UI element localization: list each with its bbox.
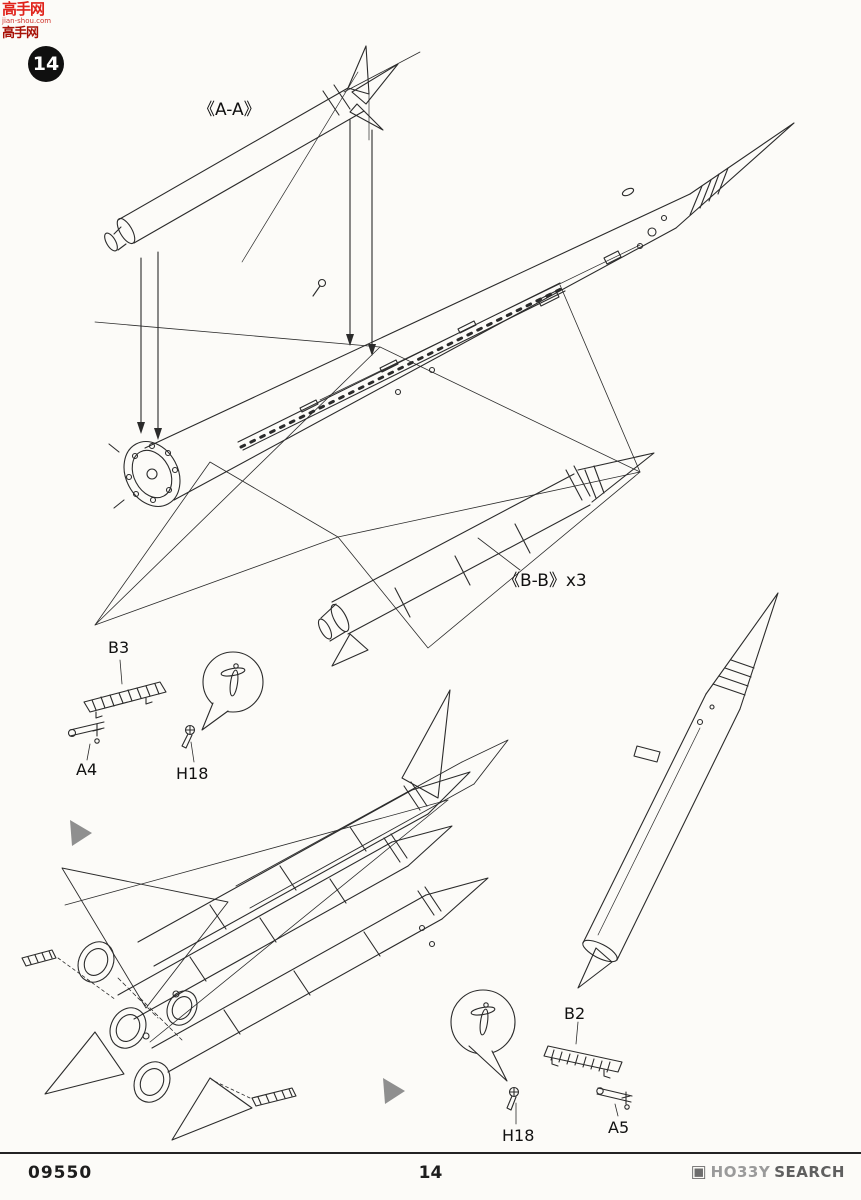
brand-word-search: SEARCH [774, 1163, 845, 1181]
mounting-rail [237, 278, 566, 451]
part-label-b2: B2 [564, 1004, 586, 1023]
section-label-aa: 《A-A》 [198, 100, 261, 120]
upper-booster [104, 45, 421, 263]
wing-outlines [94, 284, 641, 649]
parts-group-b3-a4-h18 [67, 651, 264, 763]
footer-divider [0, 1152, 861, 1154]
guide-arrows [70, 820, 405, 1104]
page-number: 14 [418, 1163, 443, 1183]
part-label-a5: A5 [608, 1118, 630, 1137]
brand-word-hobby: HO33Y [710, 1163, 771, 1181]
parts-group-b2-a5-h18 [450, 989, 633, 1125]
part-label-b3: B3 [108, 638, 130, 657]
assembly-arrows [137, 119, 376, 440]
watermark-site-name: 高手网 [2, 0, 45, 18]
kit-number: 09550 [28, 1163, 93, 1183]
upper-missile-body [108, 122, 795, 509]
hobby-search-logo: ▣ HO33Y SEARCH [691, 1163, 845, 1181]
lower-assembly-diagram [21, 592, 779, 1141]
upper-assembly-diagram [94, 45, 795, 667]
lower-missile-body [577, 592, 779, 989]
step-number: 14 [32, 53, 60, 75]
watermark-site-url: jian-shou.com [2, 16, 52, 25]
part-label-h18-left: H18 [176, 764, 209, 783]
step-number-badge: 14 [28, 46, 64, 82]
part-label-a4: A4 [76, 760, 98, 779]
watermark-stamp: 高手网 [2, 26, 39, 42]
watermark: 高手网 jian-shou.com 高手网 [2, 0, 52, 42]
booster-cluster [21, 689, 509, 1141]
lower-booster [317, 452, 655, 667]
part-label-h18-right: H18 [502, 1126, 535, 1145]
hobby-search-icon: ▣ [690, 1161, 707, 1182]
section-label-bb-x3: 《B-B》x3 [503, 571, 587, 591]
